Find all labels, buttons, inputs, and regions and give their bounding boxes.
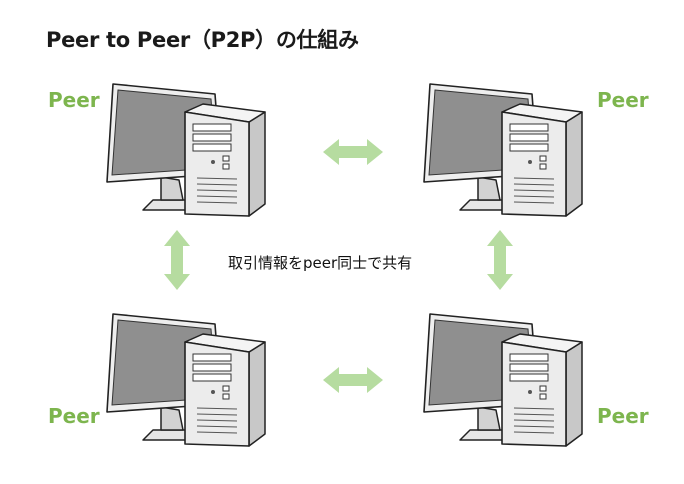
- computer-icon-top-left: [103, 82, 278, 222]
- peer-label-top-right: Peer: [597, 88, 649, 112]
- peer-label-bottom-right: Peer: [597, 404, 649, 428]
- double-arrow-top-icon: [323, 137, 383, 167]
- computer-icon-top-right: [420, 82, 595, 222]
- peer-label-bottom-left: Peer: [48, 404, 100, 428]
- peer-label-top-left: Peer: [48, 88, 100, 112]
- center-caption: 取引情報をpeer同士で共有: [228, 254, 413, 272]
- computer-icon-bottom-right: [420, 312, 595, 452]
- diagram-title: Peer to Peer（P2P）の仕組み: [46, 28, 359, 52]
- double-arrow-right-icon: [485, 230, 515, 290]
- computer-icon-bottom-left: [103, 312, 278, 452]
- double-arrow-bottom-icon: [323, 365, 383, 395]
- double-arrow-left-icon: [162, 230, 192, 290]
